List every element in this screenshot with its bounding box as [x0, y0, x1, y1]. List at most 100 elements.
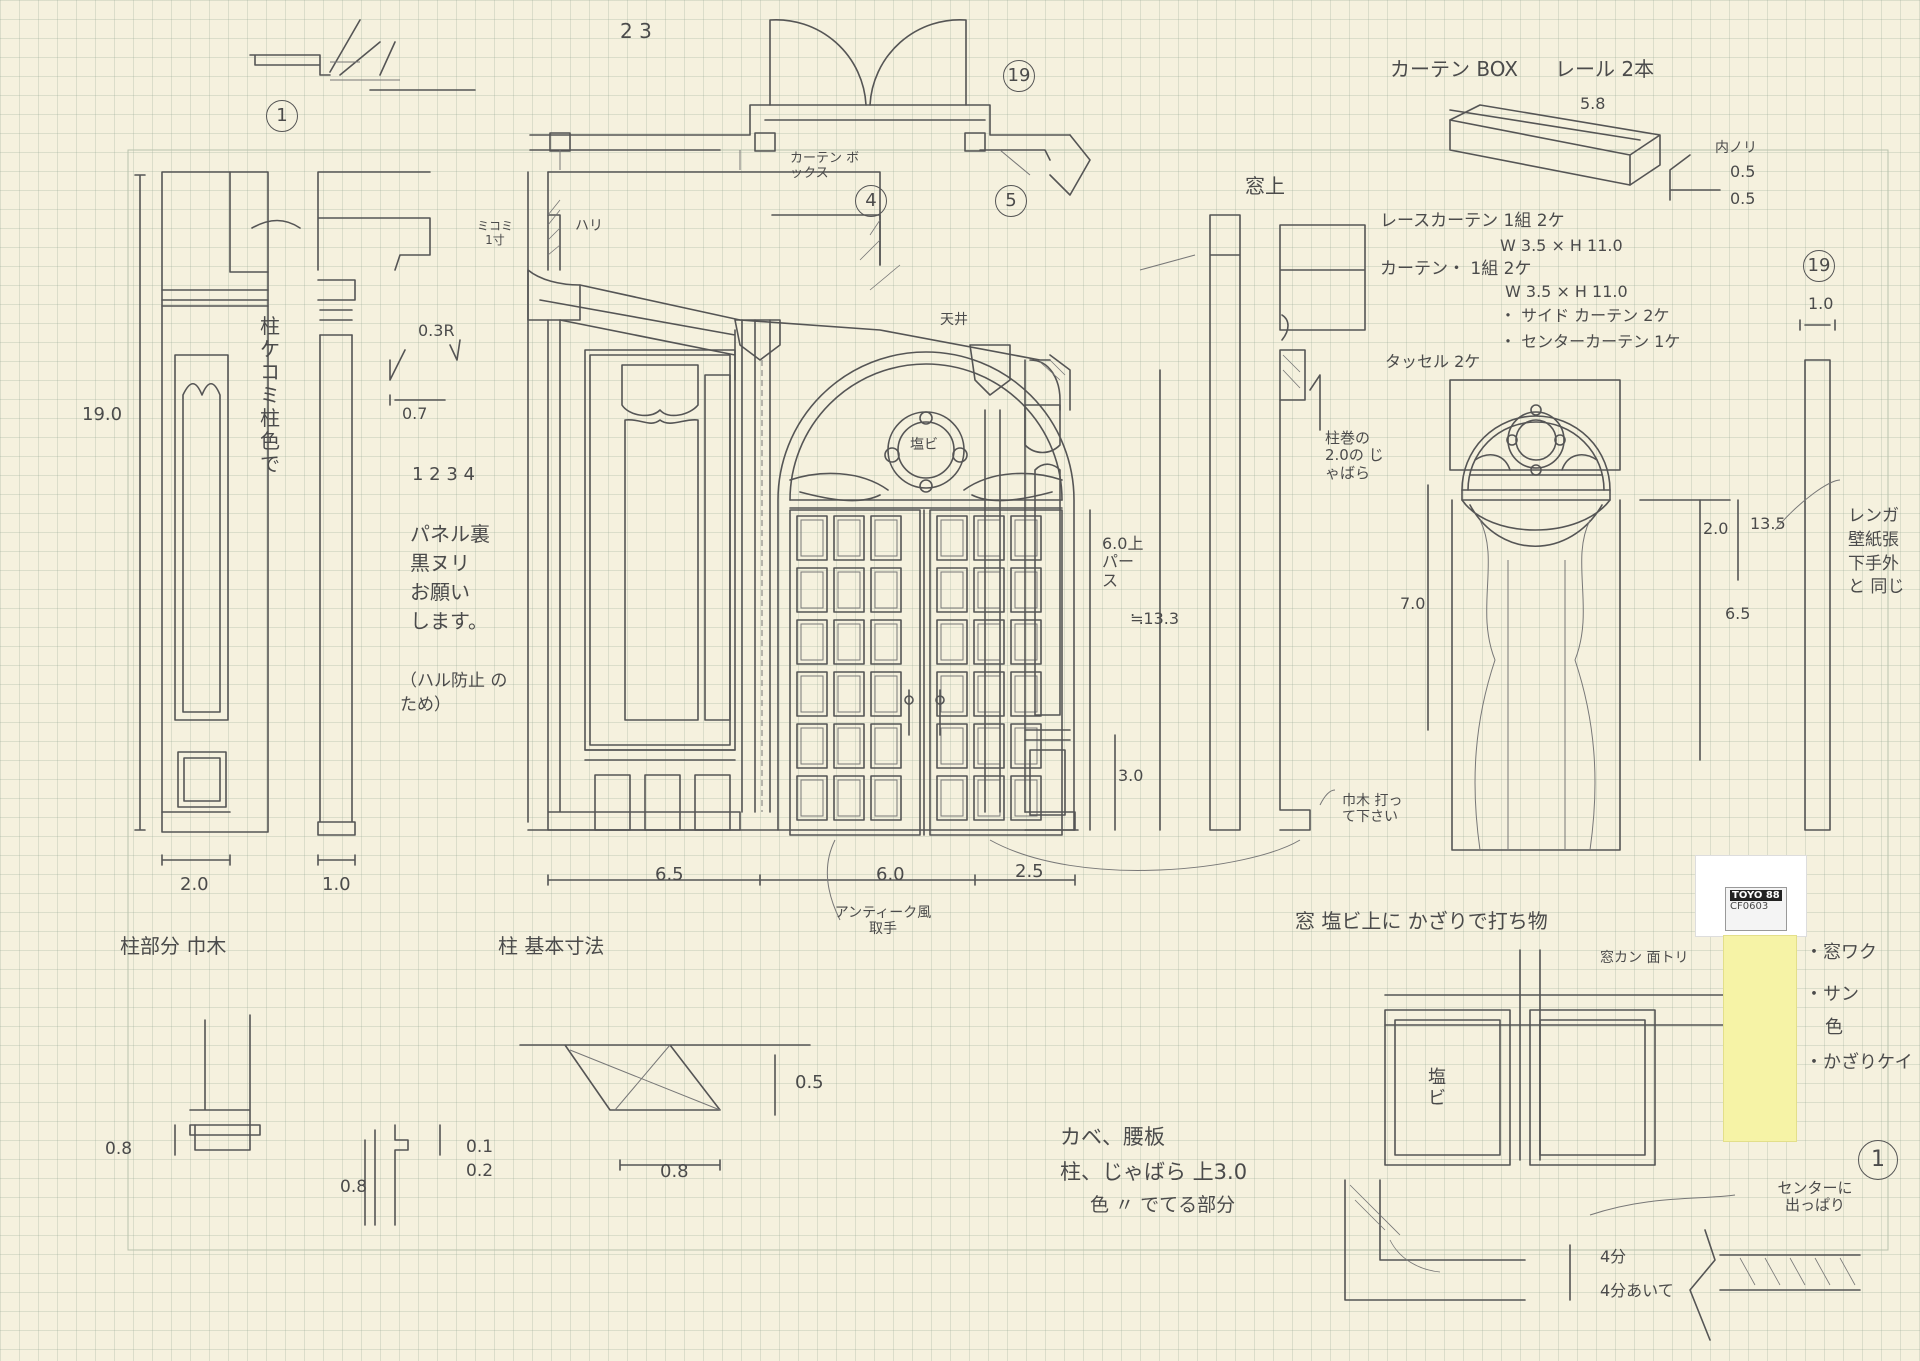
door-glass-inner [874, 779, 898, 817]
dim-6-0: 6.0 [876, 864, 905, 885]
pillar-color: 柱 ケコミ 柱色で [260, 314, 280, 476]
door-glass-inner [837, 727, 861, 765]
dim-13-3: ≒13.3 [1130, 609, 1180, 628]
pillar-habaki: 柱部分 巾木 [120, 934, 227, 958]
door-glass-inner [800, 519, 824, 557]
door-glass-panel [870, 671, 902, 717]
door-glass-inner [940, 623, 964, 661]
legend-1: ・窓ワク [1805, 942, 1877, 963]
inner-label: 内ノリ [1715, 140, 1757, 156]
wall-note-3: 色 〃 でてる部分 [1090, 1194, 1236, 1216]
door-glass-inner [874, 519, 898, 557]
door-glass-inner [977, 779, 1001, 817]
door-glass-inner [1014, 519, 1038, 557]
dim-7-0: 7.0 [1400, 594, 1426, 613]
dim-0-3r: 0.3R [418, 321, 455, 340]
dim-0-8-b: 0.8 [340, 1177, 368, 1197]
door-glass-inner [940, 519, 964, 557]
pillar-basic: 柱 基本寸法 [498, 934, 605, 958]
dim-0-7: 0.7 [402, 404, 428, 423]
pillar-jabara: 柱巻の 2.0の じゃばら [1325, 429, 1384, 482]
door-glass-panel [870, 515, 902, 561]
door-glass-panel [796, 515, 828, 561]
side-curtain: ・ サイド カーテン 2ケ [1500, 306, 1670, 325]
wall-note-2: 柱、じゃばら 上3.0 [1060, 1160, 1248, 1184]
dim-13-5: 13.5 [1750, 514, 1786, 533]
dim-0-8-c: 0.8 [660, 1161, 689, 1182]
door-glass-inner [1014, 727, 1038, 765]
mikomi: ミコミ 1寸 [476, 219, 513, 247]
far-right-strip [1774, 319, 1841, 831]
door-glass-inner [800, 675, 824, 713]
window-detail [1344, 949, 1861, 1341]
shio-bi-panel: 塩ビ [1428, 1067, 1446, 1109]
door-glass-panel [1010, 619, 1042, 665]
legend-4: ・かざりケイ [1805, 1052, 1913, 1073]
chip-label: TOYO 88 CF0603 [1725, 887, 1787, 931]
door-glass-inner [800, 727, 824, 765]
callout-4: 4 [855, 185, 889, 217]
door-glass-inner [940, 727, 964, 765]
dim-0-1: 0.1 [466, 1137, 494, 1157]
toyo-code: CF0603 [1730, 901, 1769, 912]
pillar-elevation-2 [251, 171, 461, 866]
toyo-label: TOYO 88 [1730, 890, 1782, 901]
dim-5-8: 5.8 [1580, 94, 1606, 113]
door-glass-inner [977, 519, 1001, 557]
dim-19-0: 19.0 [82, 404, 123, 425]
window-frame-note: 窓カン 面トリ [1600, 950, 1689, 966]
antique-handle: アンティーク風 取手 [834, 905, 932, 938]
hari: ハリ [575, 218, 603, 234]
door-glass-panel [973, 723, 1005, 769]
door-glass-panel [936, 515, 968, 561]
door-glass-inner [837, 779, 861, 817]
dim-1-0: 1.0 [322, 874, 351, 895]
door-glass-panel [1010, 775, 1042, 821]
door-glass-panel [973, 775, 1005, 821]
door-glass-panel [833, 515, 865, 561]
dim-2-5: 2.5 [1015, 861, 1044, 882]
callout-1-top: 1 [266, 100, 300, 132]
door-glass-panel [796, 723, 828, 769]
door-plan-view [529, 19, 1091, 196]
door-glass-inner [940, 779, 964, 817]
door-glass-panel [973, 619, 1005, 665]
door-glass-panel [833, 567, 865, 613]
door-glass-inner [800, 571, 824, 609]
door-glass-inner [837, 675, 861, 713]
door-glass-inner [977, 675, 1001, 713]
door-glass-inner [1014, 675, 1038, 713]
door-glass-panel [936, 619, 968, 665]
window-elevation [1427, 379, 1739, 851]
toyo-color-chip: TOYO 88 CF0603 [1695, 855, 1807, 1142]
pillar-elevation-left [134, 171, 269, 866]
door-glass-panel [973, 567, 1005, 613]
door-glass-panel [796, 775, 828, 821]
callout-5: 5 [995, 185, 1029, 217]
door-glass-panel [796, 671, 828, 717]
plan-detail-1 [249, 19, 476, 91]
callout-19-top: 19 [1003, 60, 1037, 92]
door-panels [796, 515, 1042, 821]
ceiling: 天井 [940, 312, 968, 328]
door-glass-inner [837, 623, 861, 661]
door-glass-panel [833, 671, 865, 717]
dim-1-0-right: 1.0 [1808, 294, 1834, 313]
shio-bi-top: 塩ビ [910, 437, 938, 453]
wall-note-1: カベ、腰板 [1060, 1125, 1165, 1149]
habaki-note: 巾木 打って下さい [1342, 793, 1403, 826]
door-glass-panel [833, 619, 865, 665]
door-glass-panel [936, 775, 968, 821]
door-glass-inner [837, 519, 861, 557]
door-glass-panel [973, 671, 1005, 717]
legend-2: ・サン [1805, 984, 1859, 1005]
dim-0-5-a: 0.5 [1730, 162, 1756, 181]
door-glass-inner [800, 779, 824, 817]
pillar-elevation-right [1139, 214, 1366, 831]
main-door-elevation [527, 171, 1301, 921]
window-top: 窓上 [1245, 174, 1285, 198]
pillar-basic-detail [519, 1044, 811, 1171]
door-glass-inner [940, 571, 964, 609]
brick-note: レンガ 壁紙張 下手外と 同じ [1848, 506, 1905, 598]
